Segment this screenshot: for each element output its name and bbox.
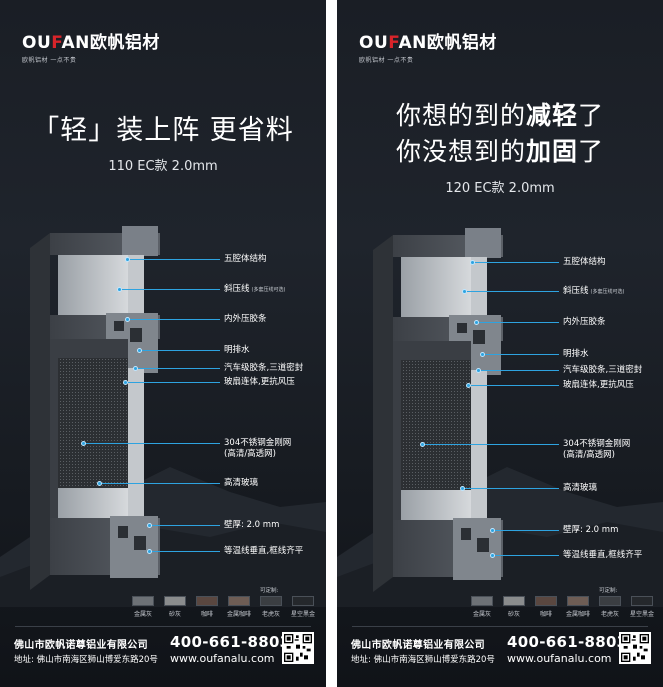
feature-gasket: 内外压胶条 <box>563 317 606 327</box>
swatch-5 <box>631 596 653 606</box>
swatch-3 <box>567 596 589 606</box>
swatch-2 <box>535 596 557 606</box>
model-spec: 110 EC款 2.0mm <box>108 159 218 174</box>
feature-five-chamber: 五腔体结构 <box>563 257 606 267</box>
feature-triple-seal: 汽车级胶条,三道密封 <box>224 363 304 373</box>
feature-triple-seal: 汽车级胶条,三道密封 <box>563 365 643 375</box>
website-link[interactable]: www.oufanalu.com <box>170 652 275 665</box>
footer-divider <box>15 626 311 627</box>
phone-number[interactable]: 400-661-8803 <box>507 633 628 651</box>
qr-code-icon[interactable] <box>282 632 314 664</box>
swatch-4 <box>599 596 621 606</box>
swatch-3 <box>228 596 250 606</box>
headline: 「轻」装上阵 更省料 <box>32 115 294 146</box>
feature-wind-resist: 玻扇连体,更抗风压 <box>563 380 634 390</box>
headline-line-2: 你没想到的加固了 <box>395 137 605 166</box>
feature-gasket: 内外压胶条 <box>224 314 267 324</box>
feature-wind-resist: 玻扇连体,更抗风压 <box>224 377 295 387</box>
company-address: 地址: 佛山市南海区狮山博爱东路20号 <box>351 655 495 665</box>
company-name: 佛山市欧帆诺尊铝业有限公司 <box>351 640 485 651</box>
company-name: 佛山市欧帆诺尊铝业有限公司 <box>14 640 148 651</box>
headline-line-1: 你想的到的减轻了 <box>395 101 605 130</box>
swatch-4 <box>260 596 282 606</box>
brand-logo: OUFAN欧帆铝材 欧帆铝材 一点不贵 <box>359 33 497 64</box>
swatch-2 <box>196 596 218 606</box>
window-cross-section <box>30 226 160 590</box>
company-address: 地址: 佛山市南海区狮山博爱东路20号 <box>14 655 158 665</box>
swatch-1 <box>164 596 186 606</box>
poster-110ec: OUFAN欧帆铝材 欧帆铝材 一点不贵 「轻」装上阵 更省料 110 EC款 2… <box>0 0 326 687</box>
feature-drainage: 明排水 <box>224 345 250 355</box>
feature-slanted-bead: 斜压线(多套压线可选) <box>224 284 286 294</box>
poster-120ec: OUFAN欧帆铝材 欧帆铝材 一点不贵 你想的到的减轻了 你没想到的加固了 12… <box>337 0 663 687</box>
brand-logo: OUFAN欧帆铝材 欧帆铝材 一点不贵 <box>22 33 160 64</box>
swatch-1 <box>503 596 525 606</box>
phone-number[interactable]: 400-661-8803 <box>170 633 291 651</box>
brand-tagline: 欧帆铝材 一点不贵 <box>359 57 414 64</box>
footer-divider <box>352 626 648 627</box>
model-spec: 120 EC款 2.0mm <box>445 181 555 196</box>
qr-code-icon[interactable] <box>619 632 651 664</box>
swatch-5 <box>292 596 314 606</box>
swatch-0 <box>132 596 154 606</box>
feature-five-chamber: 五腔体结构 <box>224 254 267 264</box>
brand-tagline: 欧帆铝材 一点不贵 <box>22 57 77 64</box>
swatch-0 <box>471 596 493 606</box>
window-cross-section <box>373 228 503 592</box>
website-link[interactable]: www.oufanalu.com <box>507 652 612 665</box>
feature-slanted-bead: 斜压线(多套压线可选) <box>563 286 625 296</box>
feature-drainage: 明排水 <box>563 349 589 359</box>
